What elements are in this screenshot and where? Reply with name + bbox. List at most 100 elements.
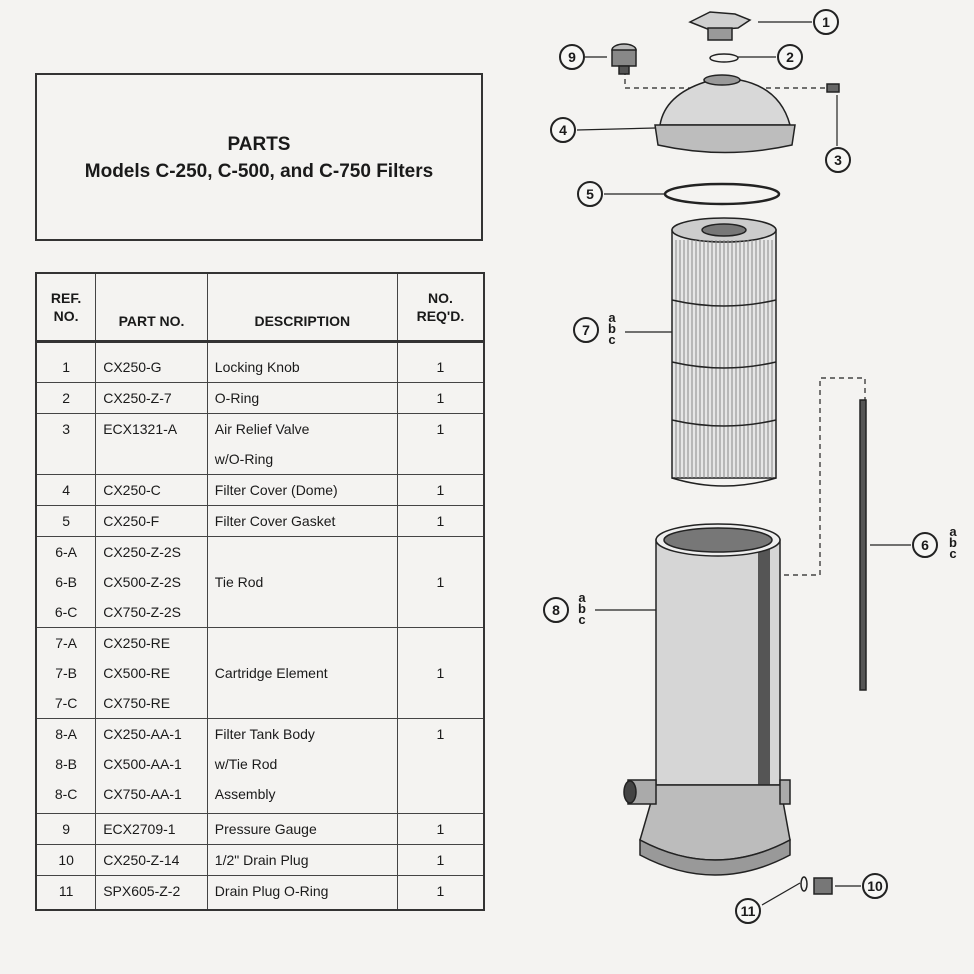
description-cell-line: w/O-Ring	[214, 451, 274, 467]
page-subtitle: Models C-250, C-500, and C-750 Filters	[84, 161, 434, 182]
ref-cell-line: 8-C	[54, 786, 78, 802]
part-number-cell-line: CX250-Z-14	[103, 852, 180, 868]
cartridge-drawing	[671, 217, 777, 487]
callout-7: 7	[573, 317, 599, 343]
qty-cell: 1	[396, 474, 485, 506]
drain-plug-drawing	[800, 876, 833, 895]
leader-lines	[576, 21, 911, 906]
part-number-cell-line: CX750-Z-2S	[103, 604, 182, 620]
ref-cell: 8-A 8-B 8-C	[35, 718, 97, 814]
callout-8: 8	[543, 597, 569, 623]
callout-1: 1	[813, 9, 839, 35]
description-cell-line: O-Ring	[214, 390, 260, 406]
header-qty: NO.REQ'D.	[396, 272, 485, 343]
ref-cell-line: 11	[58, 883, 74, 899]
pressure-gauge-drawing	[611, 43, 637, 75]
description-cell-line: Assembly	[214, 786, 276, 802]
o-ring-drawing	[709, 53, 739, 63]
description-cell-line: 1/2" Drain Plug	[214, 852, 309, 868]
ref-cell-line: 7-A	[55, 635, 77, 651]
description-cell-line: Filter Cover Gasket	[214, 513, 336, 529]
ref-cell-line: 8-A	[55, 726, 77, 742]
ref-cell: 4	[35, 474, 97, 506]
description-cell-line: Locking Knob	[214, 359, 300, 375]
description-cell: Drain Plug O-Ring	[206, 875, 398, 910]
ref-cell: 2	[35, 382, 97, 414]
description-cell-line: Pressure Gauge	[214, 821, 317, 837]
description-cell-line: Filter Cover (Dome)	[214, 482, 338, 498]
qty-cell-line: 1	[436, 852, 445, 868]
qty-cell-line: 1	[436, 390, 445, 406]
ref-cell-line: 4	[62, 482, 70, 498]
description-cell-line: Cartridge Element	[214, 665, 328, 681]
qty-cell-line: 1	[436, 883, 445, 899]
description-cell: Filter Cover (Dome)	[206, 474, 398, 506]
ref-cell-line: 1	[62, 359, 70, 375]
table-row: 11 SPX605-Z-2 Drain Plug O-Ring 1	[35, 875, 485, 910]
part-number-cell-line: CX250-F	[103, 513, 160, 529]
ref-cell-line: 5	[62, 513, 70, 529]
header-description: DESCRIPTION	[206, 272, 398, 343]
description-cell-line: w/Tie Rod	[214, 756, 278, 772]
part-number-cell: SPX605-Z-2	[95, 875, 208, 910]
ref-cell-line: 6-B	[55, 574, 77, 590]
ref-cell-line: 6-A	[55, 544, 77, 560]
callout-6: 6	[912, 532, 938, 558]
description-cell-line: Filter Tank Body	[214, 726, 315, 742]
part-number-cell-line: ECX1321-A	[103, 421, 178, 437]
ref-cell: 9	[35, 813, 97, 845]
qty-cell: 1	[396, 718, 485, 814]
ref-cell: 1	[35, 341, 97, 383]
part-number-cell-line: CX250-G	[103, 359, 162, 375]
ref-cell-line: 6-C	[54, 604, 78, 620]
ref-cell-line: 9	[62, 821, 70, 837]
qty-cell-line: 1	[436, 665, 445, 681]
locking-knob-drawing	[688, 11, 752, 41]
part-number-cell-line: CX250-Z-7	[103, 390, 172, 406]
qty-cell-line: 1	[436, 821, 445, 837]
table-row: 4 CX250-C Filter Cover (Dome) 1	[35, 474, 485, 506]
callout-10: 10	[862, 873, 888, 899]
part-number-cell-line: CX250-AA-1	[103, 726, 182, 742]
header-ref: REF.NO.	[35, 272, 97, 343]
filter-cover-drawing	[654, 74, 796, 154]
ref-cell: 10	[35, 844, 97, 876]
part-number-cell-line: SPX605-Z-2	[103, 883, 181, 899]
callout-11: 11	[735, 898, 761, 924]
description-cell: O-Ring	[206, 382, 398, 414]
callout-9: 9	[559, 44, 585, 70]
qty-cell: 1	[396, 875, 485, 910]
qty-cell: 1	[396, 413, 485, 475]
part-number-cell-line: CX750-AA-1	[103, 786, 182, 802]
qty-cell: 1	[396, 536, 485, 628]
part-number-cell-line: CX500-Z-2S	[103, 574, 182, 590]
ref-cell-line: 7-B	[55, 665, 77, 681]
air-relief-valve-drawing	[826, 83, 840, 93]
part-number-cell-line: CX500-AA-1	[103, 756, 182, 772]
part-number-cell-line: CX250-C	[103, 482, 161, 498]
description-cell-line: Drain Plug O-Ring	[214, 883, 329, 899]
qty-cell-line: 1	[436, 359, 445, 375]
description-cell: Tie Rod	[206, 536, 398, 628]
callout-5: 5	[577, 181, 603, 207]
ref-cell-line: 8-B	[55, 756, 77, 772]
qty-cell-line: 1	[436, 574, 445, 590]
part-number-cell-line: CX750-RE	[103, 695, 171, 711]
qty-cell: 1	[396, 844, 485, 876]
parts-table: REF.NO. PART NO. DESCRIPTION NO.REQ'D. 1…	[35, 272, 485, 911]
table-header: REF.NO. PART NO. DESCRIPTION NO.REQ'D.	[35, 272, 485, 343]
ref-cell-line: 3	[62, 421, 70, 437]
qty-cell-line: 1	[436, 513, 445, 529]
tie-rod-drawing	[859, 399, 867, 691]
title-box: PARTS Models C-250, C-500, and C-750 Fil…	[35, 73, 483, 241]
